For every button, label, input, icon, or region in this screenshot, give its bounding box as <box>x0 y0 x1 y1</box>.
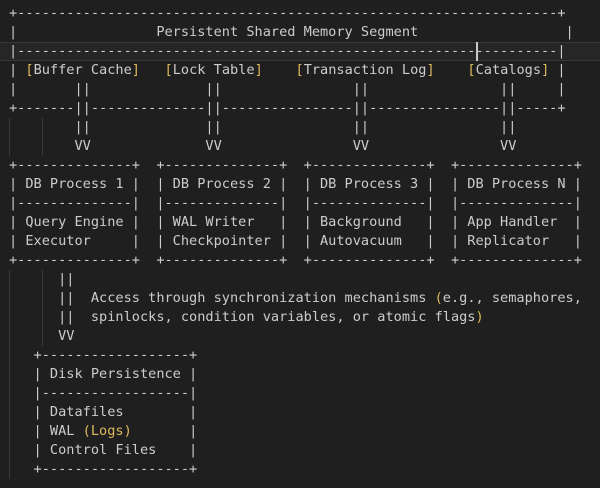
code-line[interactable]: +--------------+ +--------------+ +-----… <box>9 157 582 173</box>
code-line[interactable]: | Persistent Shared Memory Segment | <box>9 24 574 40</box>
indent-guide <box>9 118 10 156</box>
code-line[interactable]: VV <box>9 328 75 344</box>
code-line[interactable]: | [Buffer Cache] [Lock Table] [Transacti… <box>9 62 566 78</box>
code-line[interactable]: +------------------+ <box>9 347 198 363</box>
code-line[interactable]: | Control Files | <box>9 442 198 458</box>
indent-guide <box>9 270 10 479</box>
code-line[interactable]: |--------------| |--------------| |-----… <box>9 195 582 211</box>
code-line[interactable]: +-------||--------------||--------------… <box>9 100 566 116</box>
code-line[interactable]: VV VV VV VV <box>9 138 517 154</box>
code-line[interactable]: | Disk Persistence | <box>9 366 198 382</box>
code-line[interactable]: | WAL (Logs) | <box>9 423 198 439</box>
code-line[interactable]: +------------------+ <box>9 461 198 477</box>
code-line[interactable]: |---------------------------------------… <box>9 43 566 59</box>
code-line[interactable]: || spinlocks, condition variables, or at… <box>9 309 484 325</box>
indent-guide <box>42 270 43 346</box>
current-line-highlight <box>0 42 600 61</box>
code-line[interactable]: |------------------| <box>9 385 198 401</box>
code-line[interactable]: +---------------------------------------… <box>9 5 566 21</box>
code-line[interactable]: | Executor | | Checkpointer | | Autovacu… <box>9 233 582 249</box>
indent-guide <box>42 118 43 156</box>
code-line[interactable]: | Query Engine | | WAL Writer | | Backgr… <box>9 214 582 230</box>
code-line[interactable]: || Access through synchronization mechan… <box>9 290 582 306</box>
text-cursor <box>476 42 478 61</box>
code-line[interactable]: || || || || <box>9 119 517 135</box>
code-line[interactable]: | Datafiles | <box>9 404 198 420</box>
code-line[interactable]: | || || || || | <box>9 81 566 97</box>
code-area[interactable]: +---------------------------------------… <box>9 4 582 479</box>
code-line[interactable]: || <box>9 271 75 287</box>
code-line[interactable]: +--------------+ +--------------+ +-----… <box>9 252 582 268</box>
code-line[interactable]: | DB Process 1 | | DB Process 2 | | DB P… <box>9 176 582 192</box>
